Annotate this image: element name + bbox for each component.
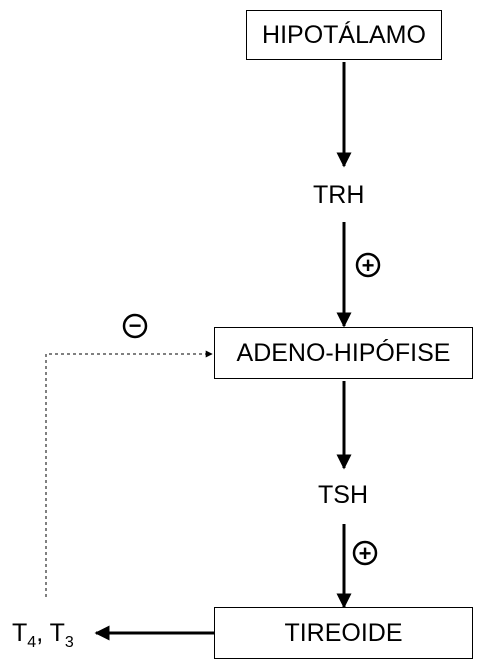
node-hipotalamo-label: HIPOTÁLAMO bbox=[262, 20, 426, 49]
svg-text:+: + bbox=[362, 253, 375, 278]
node-hipotalamo: HIPOTÁLAMO bbox=[246, 10, 442, 60]
node-adeno-hipofise: ADENO-HIPÓFISE bbox=[214, 327, 473, 379]
stimulate-sign-2: + bbox=[352, 540, 378, 566]
inhibit-sign: − bbox=[122, 313, 148, 339]
node-tireoide: TIREOIDE bbox=[214, 607, 473, 659]
t3-subscript: 3 bbox=[64, 634, 74, 651]
node-tsh-label: TSH bbox=[318, 481, 368, 509]
node-tireoide-label: TIREOIDE bbox=[284, 618, 403, 647]
node-trh-label: TRH bbox=[313, 181, 365, 209]
t3-letter: T bbox=[49, 619, 65, 647]
stimulate-sign-1: + bbox=[355, 252, 381, 278]
feedback-dashed-line bbox=[45, 350, 213, 597]
t4-subscript: 4 bbox=[27, 634, 37, 651]
svg-text:−: − bbox=[129, 313, 142, 338]
t4-letter: T bbox=[12, 619, 28, 647]
output-separator: , bbox=[36, 619, 44, 647]
output-hormones: T4, T3 bbox=[12, 621, 74, 651]
node-adeno-label: ADENO-HIPÓFISE bbox=[236, 338, 451, 367]
svg-text:+: + bbox=[359, 541, 372, 566]
